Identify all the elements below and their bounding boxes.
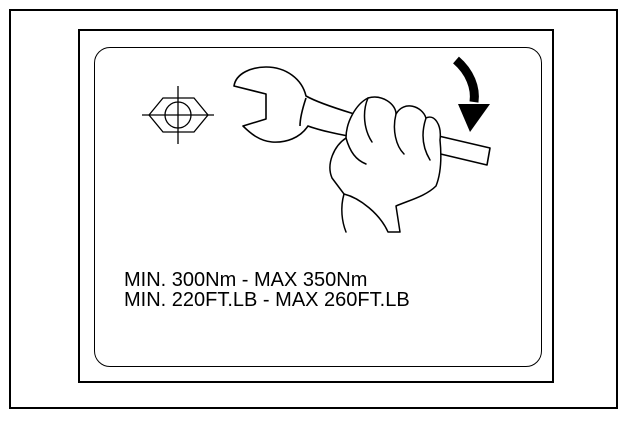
hand-icon (329, 96, 442, 233)
torque-spec-text: MIN. 300Nm - MAX 350Nm MIN. 220FT.LB - M… (124, 270, 410, 310)
hex-nut-icon (142, 86, 214, 144)
torque-spec-metric: MIN. 300Nm - MAX 350Nm (124, 269, 368, 291)
rotation-arrow-icon (452, 56, 490, 132)
torque-label-panel (94, 47, 542, 367)
torque-spec-imperial: MIN. 220FT.LB - MAX 260FT.LB (124, 289, 410, 311)
